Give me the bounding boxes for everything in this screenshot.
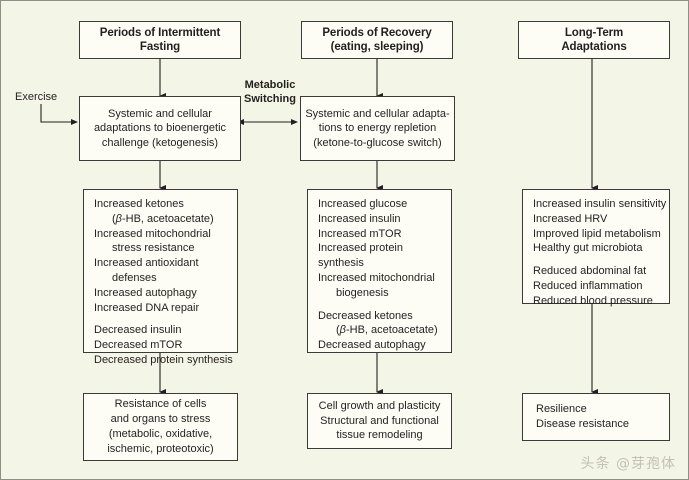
metabolic-switching-line1: Metabolic [244, 79, 296, 91]
header-box-recovery: Periods of Recovery (eating, sleeping) [301, 21, 453, 59]
effect-item: Increased protein synthesis [318, 242, 403, 270]
header-recovery-line2: (eating, sleeping) [330, 41, 424, 53]
outcome-line: (metabolic, oxidative, [108, 428, 213, 440]
outcome-box-fasting: Resistance of cells and organs to stress (… [83, 393, 238, 461]
outcome-line: tissue remodeling [336, 429, 423, 442]
effect-item: Decreased ketones [318, 309, 413, 322]
header-fasting-line1: Periods of Intermittent [99, 27, 221, 39]
header-longterm-line2: Adaptations [561, 41, 627, 53]
header-fasting-line2: Fasting [139, 41, 181, 53]
effect-item: Reduced abdominal fat [533, 265, 647, 278]
effect-item: Decreased autophagy [318, 339, 426, 352]
effect-item: Increased ketones [94, 198, 184, 210]
effect-item: (β-HB, acetoacetate) [112, 212, 214, 225]
header-box-fasting: Periods of Intermittent Fasting [79, 21, 241, 59]
outcome-line: Cell growth and plasticity [318, 399, 441, 412]
mid-recovery-line1: Systemic and cellular adapta- [305, 107, 450, 120]
effect-item: Increased glucose [318, 198, 408, 210]
mid-fasting-line2: adaptations to bioenergetic [93, 122, 227, 135]
effect-item: Increased insulin [318, 212, 401, 225]
effect-item: Increased DNA repair [94, 301, 200, 314]
effect-item: biogenesis [336, 286, 389, 299]
arrow-exercise [40, 104, 78, 125]
metabolic-switching-label: Metabolic Switching [240, 79, 300, 106]
mid-box-recovery: Systemic and cellular adapta- tions to e… [300, 96, 455, 161]
effect-item: Decreased mTOR [94, 339, 183, 352]
effect-item: defenses [112, 271, 157, 284]
effect-item: Increased autophagy [94, 286, 197, 299]
mid-fasting-line3: challenge (ketogenesis) [101, 136, 219, 149]
effect-item: Increased mTOR [318, 227, 402, 240]
mid-box-fasting: Systemic and cellular adaptations to bio… [79, 96, 241, 161]
outcome-line: ischemic, proteotoxic) [107, 442, 214, 455]
effect-item: Increased antioxidant [94, 257, 199, 270]
effect-item: Increased mitochondrial [94, 227, 211, 240]
mid-recovery-line2: tions to energy repletion [318, 122, 437, 135]
effect-item: stress resistance [112, 242, 195, 255]
header-box-longterm: Long-Term Adaptations [518, 21, 670, 59]
effects-box-fasting: Increased ketones (β-HB, acetoacetate) Inc… [83, 189, 238, 366]
outcome-line: Resistance of cells [114, 398, 207, 411]
header-longterm-line1: Long-Term [564, 27, 624, 39]
header-recovery-line1: Periods of Recovery [322, 27, 432, 39]
watermark: 头条 @芽孢体 [580, 456, 676, 472]
mid-recovery-line3: (ketone-to-glucose switch) [313, 136, 442, 149]
effect-item: Healthy gut microbiota [533, 242, 643, 255]
effect-item: Decreased insulin [94, 324, 182, 337]
effect-item: Reduced blood pressure [533, 294, 653, 307]
outcome-line: Structural and functional [320, 414, 439, 427]
effect-item: (β-HB, acetoacetate) [336, 324, 438, 337]
effect-item: Increased HRV [533, 212, 608, 225]
outcome-line: Resilience [536, 403, 587, 416]
exercise-label: Exercise [15, 91, 58, 103]
metabolic-switching-line2: Switching [244, 92, 296, 105]
effect-item: Increased insulin sensitivity [533, 198, 667, 210]
effect-item: Reduced inflammation [533, 279, 643, 292]
outcome-line: Disease resistance [536, 418, 629, 430]
mid-fasting-line1: Systemic and cellular [108, 107, 212, 120]
outcome-line: and organs to stress [110, 413, 211, 426]
effect-item: Decreased protein synthesis [94, 353, 233, 366]
effect-item: Increased mitochondrial [318, 271, 435, 284]
effect-item: Improved lipid metabolism [533, 227, 661, 240]
